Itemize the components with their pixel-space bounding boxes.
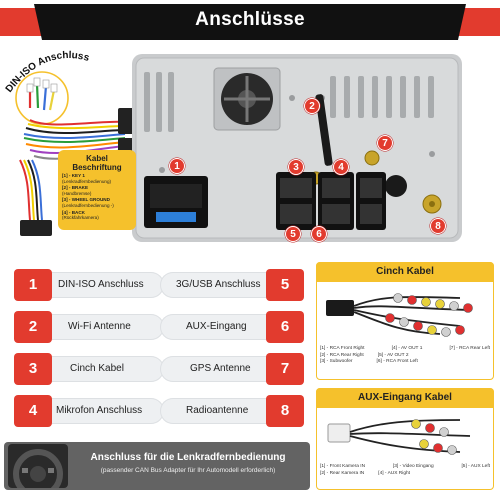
- connection-label-6: AUX-Eingang: [186, 321, 247, 332]
- connection-label-4: Mikrofon Anschluss: [56, 405, 143, 416]
- connection-label-3: Cinch Kabel: [70, 363, 124, 374]
- kabel-item: [4] - BACK (Rückfahrkamera): [62, 209, 99, 221]
- device-marker-6: 6: [311, 226, 327, 242]
- device-marker-2: 2: [304, 98, 320, 114]
- head-unit-back-panel: [132, 54, 462, 242]
- connection-label-5: 3G/USB Anschluss: [176, 279, 261, 290]
- connection-label-8: Radioantenne: [186, 405, 249, 416]
- device-marker-4: 4: [333, 159, 349, 175]
- connection-number-4: 4: [14, 395, 52, 427]
- page-title: Anschlüsse: [195, 9, 305, 30]
- header-banner: [0, 4, 500, 40]
- connection-number-5: 5: [266, 269, 304, 301]
- device-marker-1: 1: [169, 158, 185, 174]
- cinch-legend: [1] - RCA Front Right [4] - AV OUT 1 [7]…: [320, 346, 490, 364]
- connection-label-7: GPS Antenne: [190, 363, 251, 374]
- connection-number-6: 6: [266, 311, 304, 343]
- aux-legend: [1] - Front Kamera IN [3] - Video Eingan…: [320, 464, 490, 476]
- steering-remote-subtitle: (passender CAN Bus Adapter für Ihr Autom…: [100, 467, 276, 474]
- cinch-cable-illustration: [326, 293, 473, 337]
- kabel-beschriftung-title: Kabel Beschriftung: [72, 154, 122, 172]
- connection-number-2: 2: [14, 311, 52, 343]
- aux-cable-illustration: [327, 419, 471, 455]
- cinch-kabel-title: Cinch Kabel: [316, 262, 494, 282]
- kabel-item: [2] - BRAKE (Handbremse): [62, 185, 92, 196]
- connection-label-1: DIN-ISO Anschluss: [58, 279, 144, 290]
- device-marker-7: 7: [377, 135, 393, 151]
- connection-number-8: 8: [266, 395, 304, 427]
- device-marker-5: 5: [285, 226, 301, 242]
- connection-number-3: 3: [14, 353, 52, 385]
- din-iso-harness: [15, 71, 140, 236]
- connection-label-2: Wi-Fi Antenne: [68, 321, 131, 332]
- steering-wheel-icon: [8, 444, 68, 488]
- kabel-beschriftung-box: Kabel Beschriftung [1] - KEY 1 (Lenkradf…: [58, 150, 136, 230]
- steering-remote-title: Anschluss für die Lenkradfernbedienung: [90, 452, 286, 463]
- kabel-item: [3] - WHEEL GROUND (Lenkradfernbedienung…: [62, 197, 114, 208]
- device-marker-8: 8: [430, 218, 446, 234]
- kabel-item: [1] - KEY 1 (Lenkradfernbedienung): [62, 173, 112, 184]
- connection-number-7: 7: [266, 353, 304, 385]
- aux-kabel-title: AUX-Eingang Kabel: [316, 388, 494, 408]
- connection-number-1: 1: [14, 269, 52, 301]
- device-marker-3: 3: [288, 159, 304, 175]
